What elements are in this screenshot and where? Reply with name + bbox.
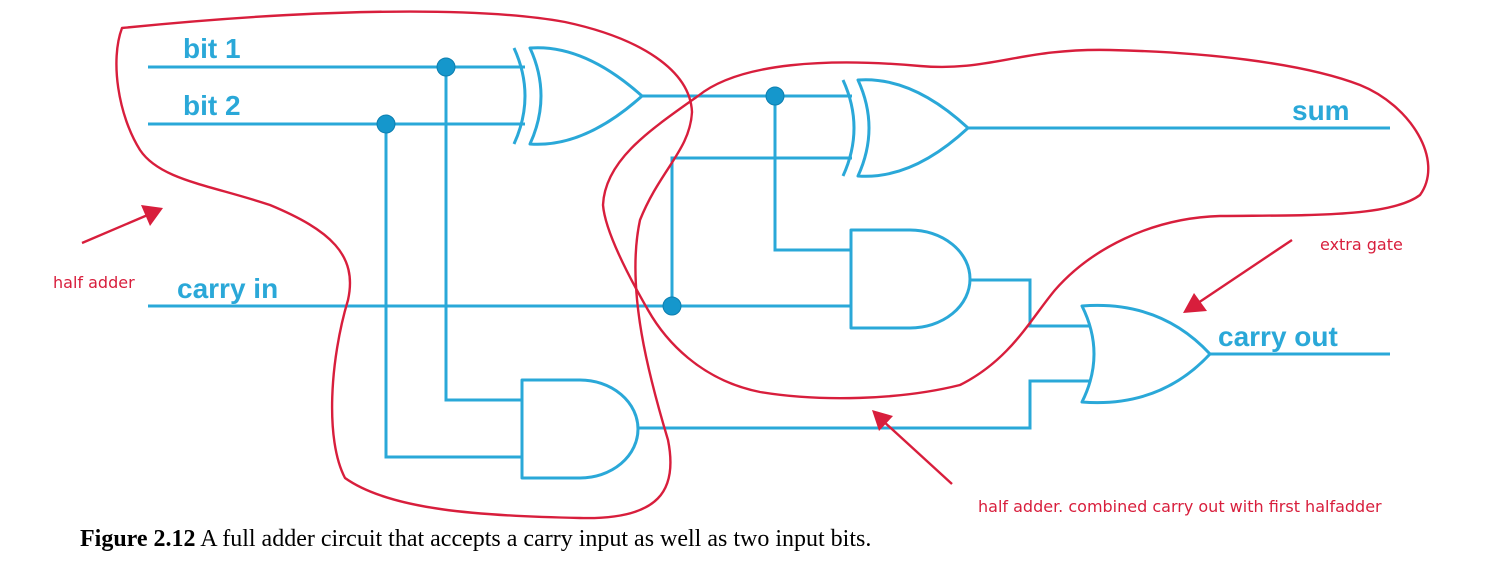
arrow-extra-gate — [1194, 239, 1293, 306]
outline-half-adder-right — [601, 48, 1430, 400]
arrow-half-adder-left — [81, 212, 151, 245]
label-bit2: bit 2 — [183, 90, 241, 121]
or-gate — [1080, 303, 1212, 405]
circuit-wires — [148, 65, 1390, 459]
note-half-adder-left: half adder — [53, 273, 135, 292]
arrow-half-adder-right — [881, 419, 953, 485]
label-bit1: bit 1 — [183, 33, 241, 64]
note-extra-gate: extra gate — [1320, 235, 1403, 254]
and-gate-lower — [520, 378, 640, 480]
label-carry-out: carry out — [1218, 321, 1338, 352]
arrow-head-extra-gate — [1183, 293, 1207, 313]
arrow-head-half-adder-left — [141, 205, 163, 226]
outline-half-adder-left — [115, 10, 694, 520]
junction-dot-xor1-out — [765, 86, 785, 106]
wire-xor1-branch — [773, 96, 851, 252]
junction-dots — [376, 57, 785, 316]
note-half-adder-right: half adder. combined carry out with firs… — [978, 497, 1382, 516]
wire-and2-out — [970, 278, 1092, 328]
label-carry-in: carry in — [177, 273, 278, 304]
xor-gate-2 — [841, 78, 970, 178]
junction-dot-bit1 — [436, 57, 456, 77]
wire-bit2-branch — [384, 124, 522, 459]
label-sum: sum — [1292, 95, 1350, 126]
wire-bit1-branch — [444, 67, 522, 402]
xor-gate-1 — [512, 46, 644, 146]
junction-dot-carry-in — [662, 296, 682, 316]
wire-carry-in-branch — [670, 156, 852, 306]
caption-label: Figure 2.12 — [80, 526, 196, 552]
junction-dot-bit2 — [376, 114, 396, 134]
figure-caption: Figure 2.12 A full adder circuit that ac… — [80, 526, 871, 553]
wire-and1-out — [638, 379, 1092, 430]
arrow-head-half-adder-right — [872, 410, 893, 431]
annotation-layer: half adder extra gate half adder. combin… — [53, 10, 1430, 520]
caption-text: A full adder circuit that accepts a carr… — [195, 526, 872, 552]
and-gate-upper — [849, 228, 972, 330]
